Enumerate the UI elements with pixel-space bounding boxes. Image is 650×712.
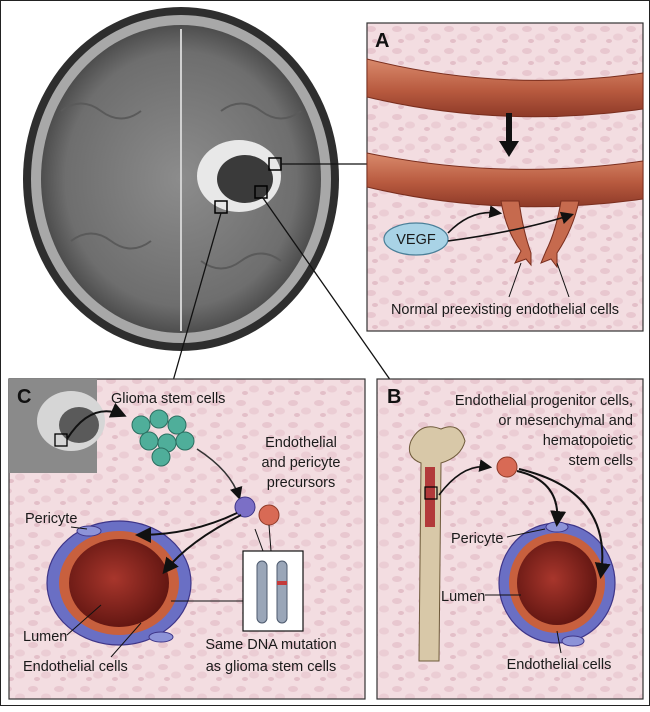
panel-b-caption-4: stem cells [569, 453, 633, 469]
precursor-line-1: Endothelial [265, 435, 337, 451]
glioma-label: Glioma stem cells [111, 391, 225, 407]
vegf-badge [383, 222, 449, 256]
panel-a: A VEGF Normal preexisting endothelial ce… [366, 22, 644, 332]
mutation-line-2: as glioma stem cells [206, 659, 337, 675]
precursor-line-2: and pericyte [262, 455, 341, 471]
panel-c-lumen: Lumen [23, 629, 67, 645]
mutation-line-1: Same DNA mutation [205, 637, 336, 653]
panel-b-endothelial: Endothelial cells [507, 657, 612, 673]
panel-c-endothelial: Endothelial cells [23, 659, 128, 675]
mri-brain-image [3, 3, 363, 353]
panel-b-pericyte: Pericyte [451, 531, 503, 547]
panel-c: C Glioma stem cells Endothelial and peri… [8, 378, 366, 700]
panel-b-caption-1: Endothelial progenitor cells, [455, 393, 633, 409]
panel-b-lumen: Lumen [441, 589, 485, 605]
panel-b-caption-2: or mesenchymal and [498, 413, 633, 429]
connector-b [262, 197, 392, 382]
panel-c-letter: C [17, 386, 31, 408]
glioma-stem-cells [131, 409, 195, 467]
precursor-line-3: precursors [267, 475, 336, 491]
panel-a-letter: A [375, 30, 389, 52]
connector-c [172, 212, 222, 382]
vegf-label: VEGF [396, 232, 436, 248]
bone-marrow-icon [408, 426, 466, 662]
panel-b: B Endothelial progenitor cells, or mesen… [376, 378, 644, 700]
panel-c-pericyte: Pericyte [25, 511, 77, 527]
panel-b-letter: B [387, 386, 401, 408]
panel-a-caption: Normal preexisting endothelial cells [391, 302, 619, 318]
panel-b-caption-3: hematopoietic [543, 433, 633, 449]
